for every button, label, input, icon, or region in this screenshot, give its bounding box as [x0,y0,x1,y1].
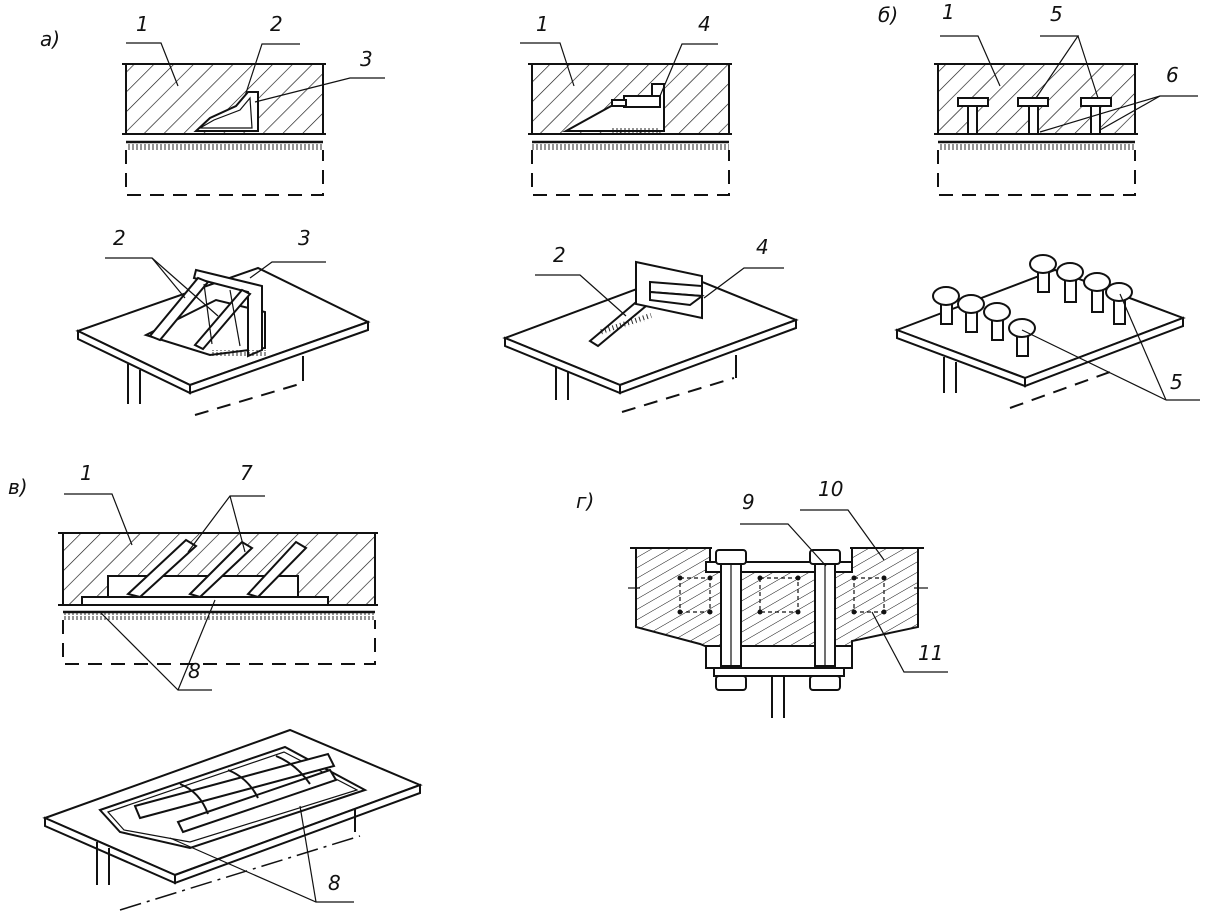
panel-v-section: в) 1 7 8 [8,461,378,691]
callout-5-right: 5 [1050,2,1063,26]
panel-label-a: а) [40,27,60,51]
callout-4-mid: 4 [698,12,711,36]
callout-3-3d: 3 [298,226,311,250]
callout-2-mid-3d: 2 [553,243,566,267]
callout-2: 2 [270,12,283,36]
callout-5-3d: 5 [1170,370,1183,394]
panel-label-b: б) [878,3,898,27]
callout-3: 3 [360,47,373,71]
callout-11: 11 [918,641,943,665]
callout-7-v: 7 [240,461,253,485]
callout-2-3d: 2 [113,226,126,250]
callout-6-right: 6 [1166,63,1179,87]
stud [932,286,960,325]
callout-8-v-3d: 8 [328,871,341,895]
panel-label-g: г) [576,489,594,513]
panel-label-v: в) [8,475,28,499]
stud [1056,262,1084,303]
panel-a-3d: 2 3 [75,226,371,416]
stud [1008,318,1036,357]
callout-4-mid-3d: 4 [756,235,769,259]
callout-8-v: 8 [188,659,201,683]
panel-a2-section: 1 4 [520,12,732,196]
panel-b-section: б) 1 5 6 [878,0,1198,196]
callout-10: 10 [818,477,843,501]
callout-1-mid: 1 [536,12,549,36]
panel-g-bolted: г) 9 10 [576,477,948,718]
callout-1-right: 1 [942,0,955,24]
panel-a-section: а) 1 2 3 [40,12,385,196]
panel-a2-3d: 2 4 [502,235,799,413]
stud [1105,282,1133,325]
callout-1: 1 [136,12,149,36]
callout-9: 9 [742,490,755,514]
stud [957,294,985,333]
panel-v-3d: 8 [42,728,423,911]
stud [1029,254,1057,293]
stud [983,302,1011,341]
stud [1083,272,1111,313]
callout-1-v: 1 [80,461,93,485]
